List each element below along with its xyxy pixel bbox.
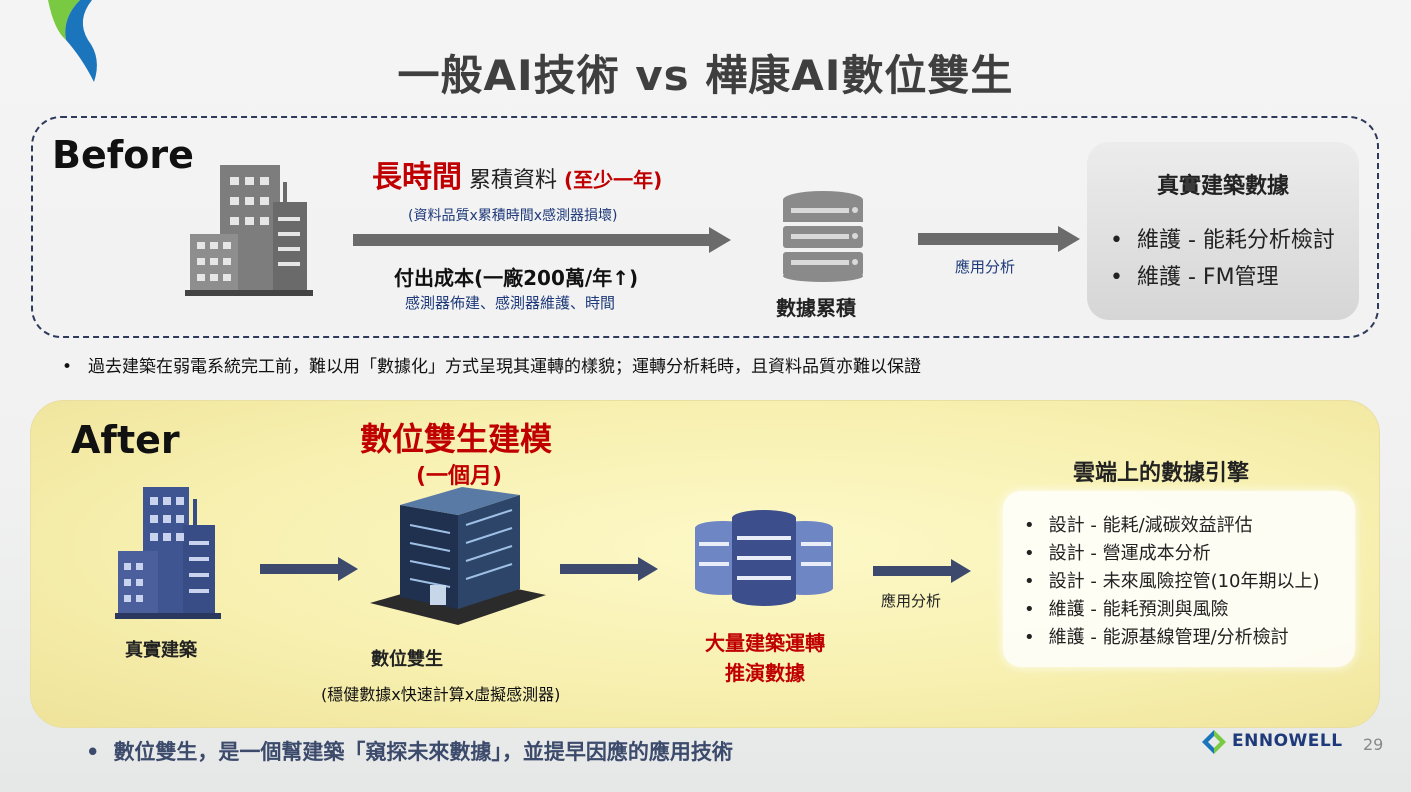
digital-twin-note: (穩健數據x快速計算x虛擬感測器) <box>321 685 561 704</box>
page-title: 一般AI技術 vs 樺康AI數位雙生 <box>397 51 1014 100</box>
arrow-right-icon <box>918 226 1080 252</box>
real-building-label: 真實建築 <box>125 640 197 661</box>
real-building-data-list: 維護 - 能耗分析檢討 維護 - FM管理 <box>1110 222 1335 296</box>
mass-line-2: 推演數據 <box>725 661 805 685</box>
mass-line-1: 大量建築運轉 <box>705 631 825 655</box>
before-headline: 長時間 累積資料 (至少一年) <box>372 152 662 196</box>
cost-detail-text: 感測器佈建、感測器維護、時間 <box>405 294 616 312</box>
arrow-right-icon <box>260 557 358 581</box>
building-icon <box>185 165 313 296</box>
list-item: 維護 - 能耗分析檢討 <box>1110 222 1335 259</box>
before-subnote: (資料品質x累積時間x感測器損壞) <box>408 208 618 224</box>
cloud-engine-list: 設計 - 能耗/減碳效益評估 設計 - 營運成本分析 設計 - 未來風險控管(1… <box>1024 512 1320 652</box>
database-cluster-icon <box>695 510 833 606</box>
database-icon <box>783 191 863 282</box>
at-least-one-year-text: (至少一年) <box>564 168 663 192</box>
before-section <box>31 116 1379 338</box>
page-number: 29 <box>1363 735 1384 754</box>
mass-operation-data-label: 大量建築運轉 推演數據 <box>680 628 850 688</box>
application-analysis-label: 應用分析 <box>955 258 1016 276</box>
company-logo-icon <box>48 0 97 82</box>
list-item: 維護 - FM管理 <box>1110 259 1335 296</box>
building-icon <box>115 487 221 619</box>
after-bullet-text: 數位雙生，是一個幫建築「窺探未來數據」，並提早因應的應用技術 <box>113 740 733 764</box>
after-label: After <box>71 418 180 462</box>
list-item: 設計 - 能耗/減碳效益評估 <box>1024 512 1320 540</box>
list-item: 維護 - 能耗預測與風險 <box>1024 596 1320 624</box>
application-analysis-label: 應用分析 <box>881 592 942 610</box>
after-bullet-note: •數位雙生，是一個幫建築「窺探未來數據」，並提早因應的應用技術 <box>86 740 733 764</box>
cloud-engine-title: 雲端上的數據引擎 <box>1073 461 1250 486</box>
digital-twin-modeling-title: 數位雙生建模 <box>360 420 553 458</box>
list-item: 設計 - 營運成本分析 <box>1024 540 1320 568</box>
accumulate-data-text: 累積資料 <box>469 168 558 193</box>
data-accumulation-label: 數據累積 <box>776 296 856 320</box>
one-month-text: (一個月) <box>416 464 503 489</box>
before-bullet-text: 過去建築在弱電系統完工前，難以用「數據化」方式呈現其運轉的樣貌；運轉分析耗時，且… <box>88 357 922 377</box>
digital-twin-building-icon <box>370 487 546 625</box>
arrow-right-icon <box>560 557 658 581</box>
brand-name: ENNOWELL <box>1232 731 1343 751</box>
before-label: Before <box>52 133 194 177</box>
brand-logo-icon <box>1202 730 1226 754</box>
list-item: 設計 - 未來風險控管(10年期以上) <box>1024 568 1320 596</box>
arrow-right-icon <box>873 559 971 583</box>
real-building-data-title: 真實建築數據 <box>1156 174 1289 199</box>
list-item: 維護 - 能源基線管理/分析檢討 <box>1024 624 1320 652</box>
long-time-text: 長時間 <box>372 160 462 195</box>
digital-twin-label: 數位雙生 <box>371 649 443 670</box>
arrow-right-icon <box>353 227 731 253</box>
cost-text: 付出成本(一廠200萬/年↑) <box>394 266 639 290</box>
before-bullet-note: •過去建築在弱電系統完工前，難以用「數據化」方式呈現其運轉的樣貌；運轉分析耗時，… <box>62 357 922 377</box>
